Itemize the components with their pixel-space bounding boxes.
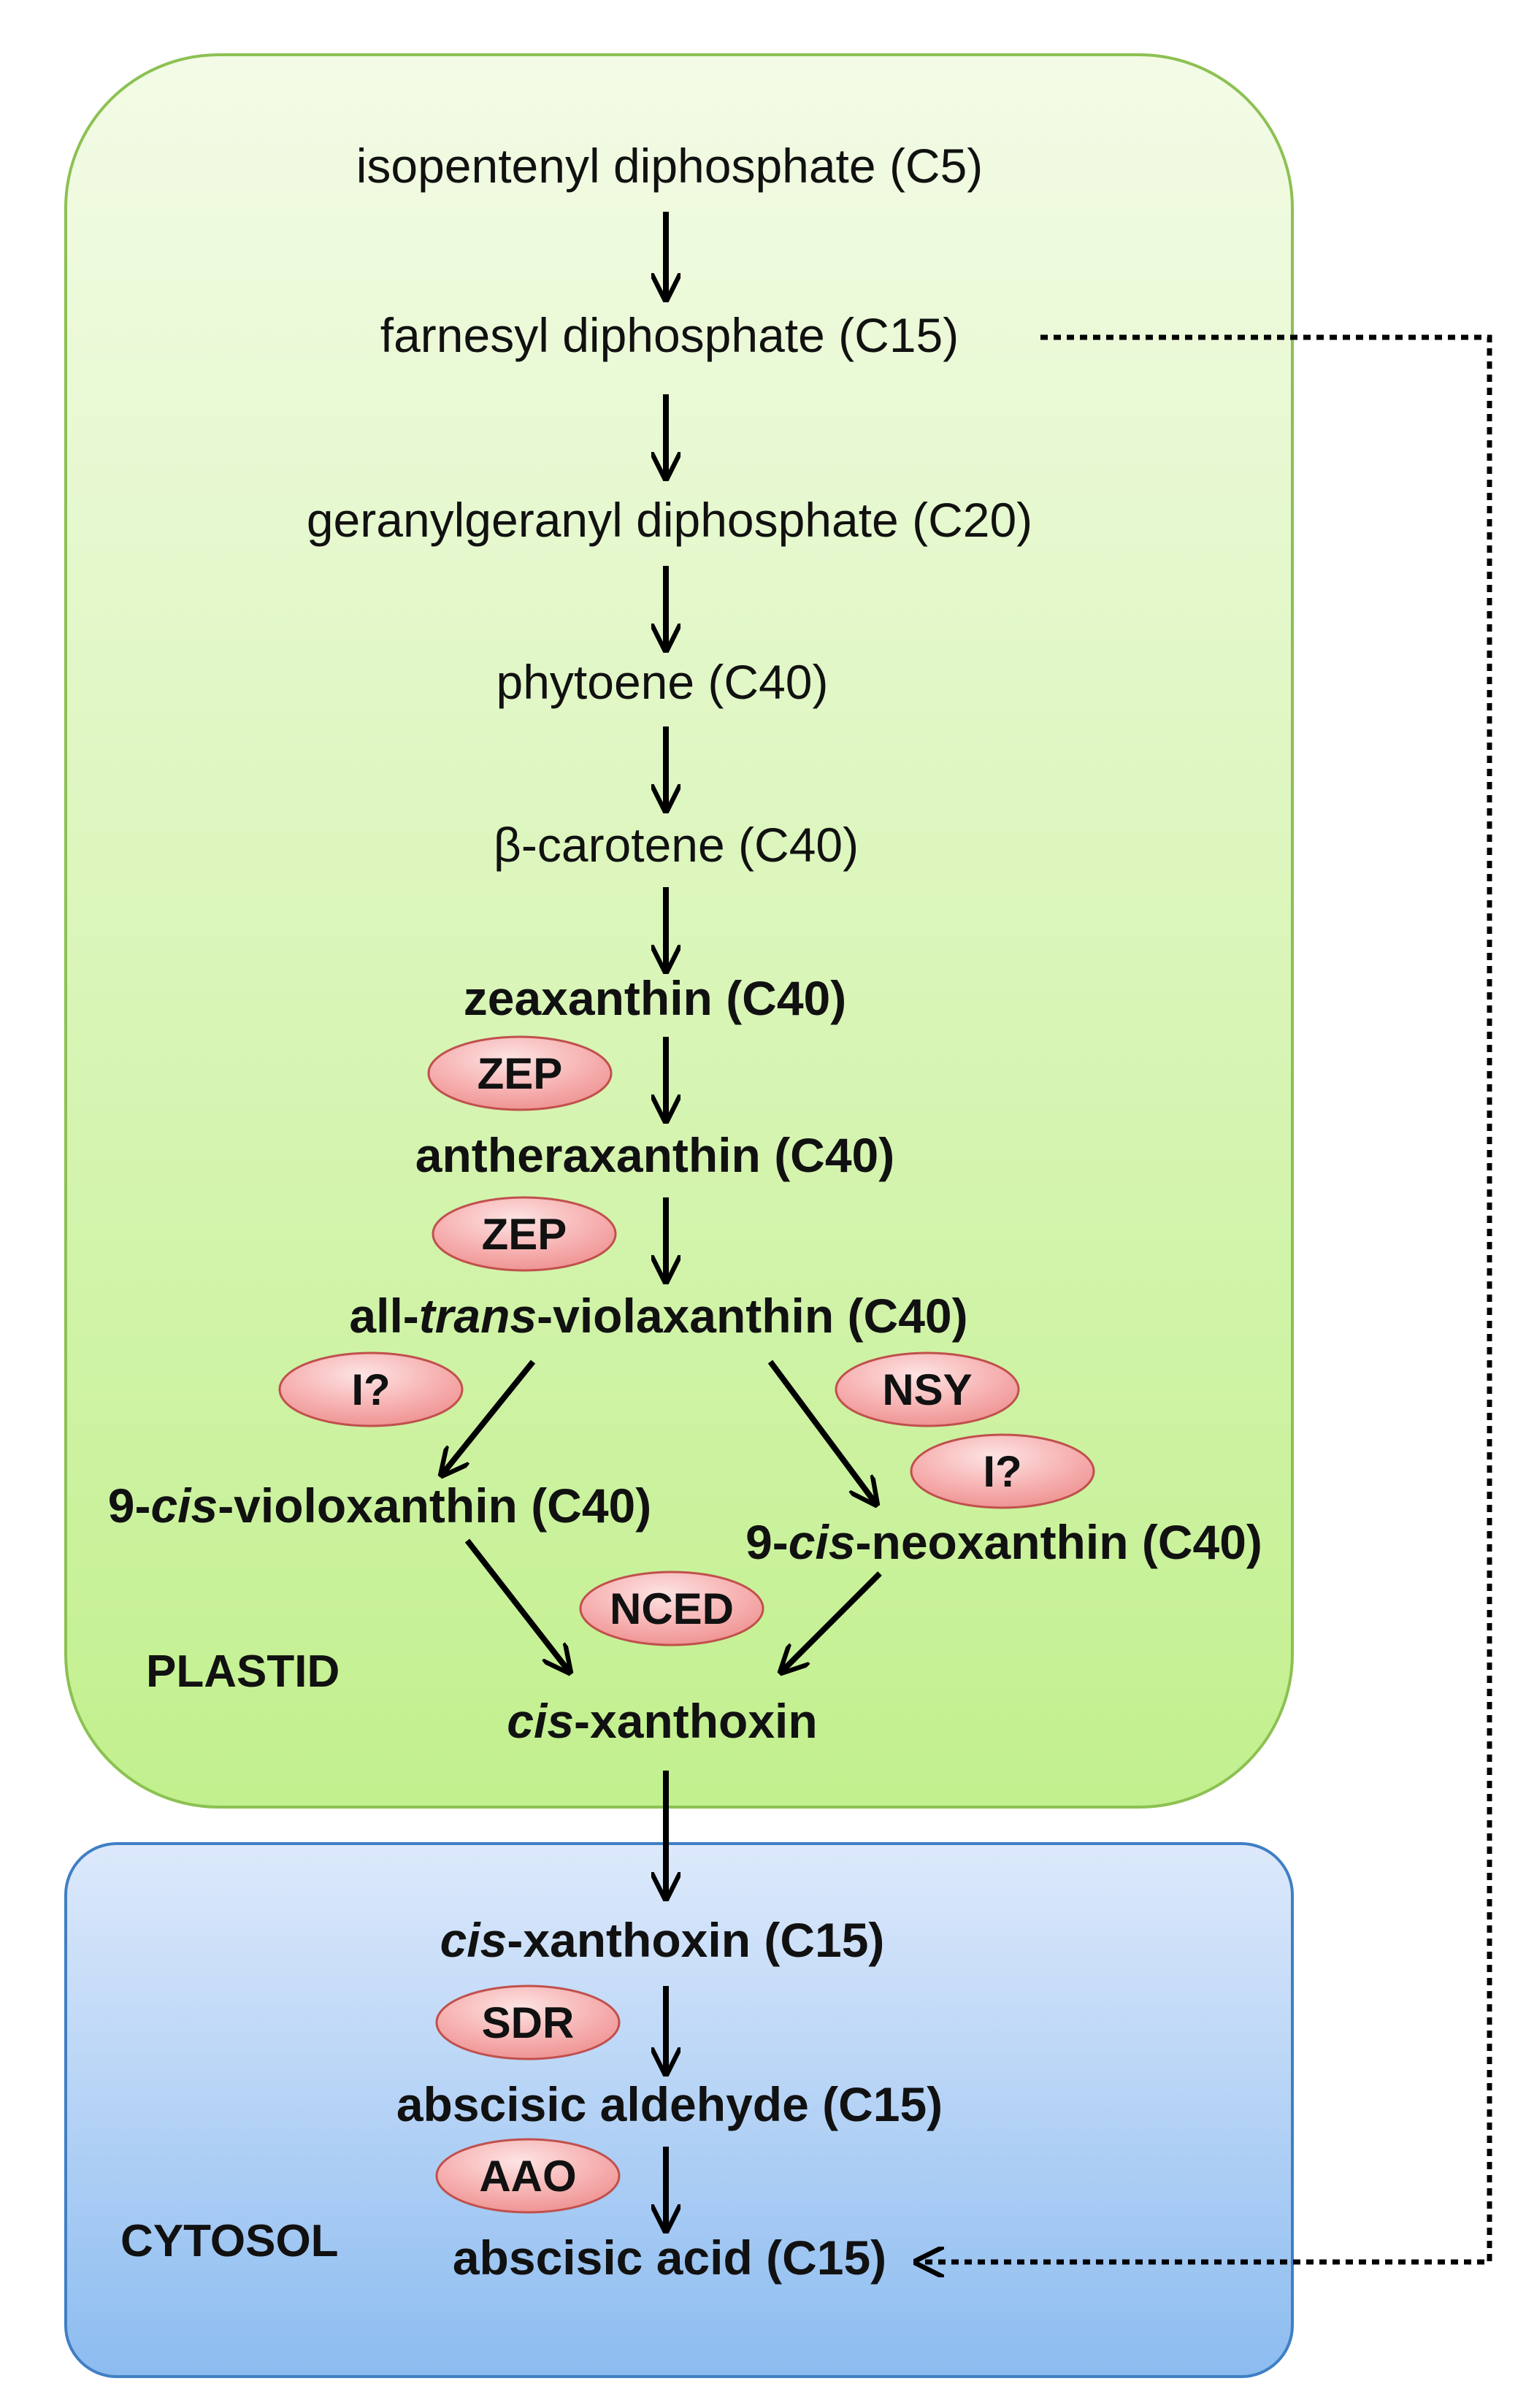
svg-text:NCED: NCED [610, 1584, 734, 1633]
svg-text:I?: I? [983, 1447, 1021, 1496]
compound-fpp: farnesyl diphosphate (C15) [380, 308, 959, 362]
compound-cis-violoxanthin: 9-cis-violoxanthin (C40) [108, 1479, 651, 1533]
pathway-arrows [442, 212, 882, 2231]
svg-text:I?: I? [351, 1365, 390, 1414]
arrow-violaxanthin-cisneo [767, 1360, 876, 1504]
compound-cis-xanthoxin: cis-xanthoxin [507, 1694, 817, 1748]
compound-cis-xanthoxin-c15: cis-xanthoxin (C15) [440, 1913, 885, 1967]
compound-zeaxanthin: zeaxanthin (C40) [464, 971, 846, 1025]
compound-ipp: isopentenyl diphosphate (C5) [356, 139, 984, 193]
dotted-bypass-arrow [916, 334, 1492, 2262]
compound-antheraxanthin: antheraxanthin (C40) [415, 1128, 894, 1182]
compound-abscisic-acid: abscisic acid (C15) [453, 2231, 886, 2285]
enzyme-zep-2: ZEP [432, 1196, 617, 1272]
compound-phytoene: phytoene (C40) [496, 655, 829, 709]
arrow-cisvio-xanthoxin [464, 1538, 570, 1672]
enzyme-i-right: I? [910, 1433, 1095, 1509]
compound-ggpp: geranylgeranyl diphosphate (C20) [307, 493, 1032, 547]
enzyme-zep-1: ZEP [427, 1035, 613, 1111]
svg-text:NSY: NSY [882, 1365, 972, 1414]
compound-abscisic-aldehyde: abscisic aldehyde (C15) [396, 2077, 943, 2131]
enzyme-nced: NCED [579, 1571, 764, 1646]
compound-bcarotene: β-carotene (C40) [494, 818, 859, 872]
svg-text:SDR: SDR [482, 1998, 575, 2047]
compound-violaxanthin: all-trans-violaxanthin (C40) [349, 1289, 967, 1343]
svg-text:AAO: AAO [479, 2152, 576, 2201]
arrow-cisneo-xanthoxin [781, 1571, 882, 1672]
plastid-label: PLASTID [146, 1646, 340, 1697]
arrow-violaxanthin-cisvio [442, 1360, 536, 1475]
enzyme-nsy: NSY [835, 1351, 1020, 1427]
cytosol-compartment [64, 1842, 1294, 2378]
cytosol-label: CYTOSOL [120, 2216, 339, 2266]
compound-cis-neoxanthin: 9-cis-neoxanthin (C40) [745, 1515, 1262, 1569]
enzyme-aao: AAO [435, 2138, 621, 2214]
enzyme-i-left: I? [278, 1351, 464, 1427]
svg-text:ZEP: ZEP [478, 1049, 563, 1098]
svg-text:ZEP: ZEP [482, 1210, 567, 1259]
enzyme-sdr: SDR [435, 1985, 621, 2060]
